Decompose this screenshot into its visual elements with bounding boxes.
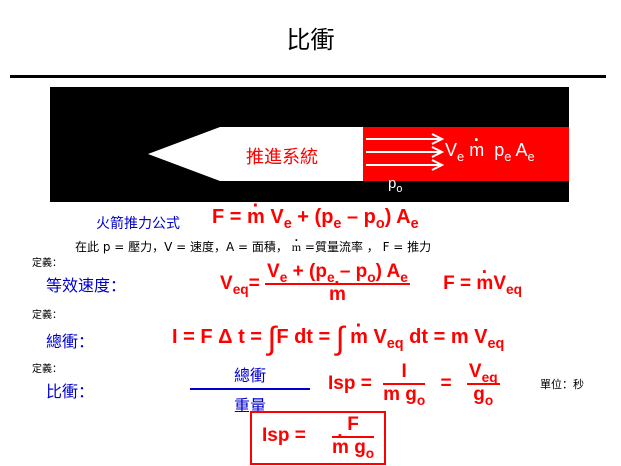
exhaust-plume: [363, 127, 570, 181]
exit-velocity-sub: e: [457, 148, 465, 164]
equivalent-velocity-equation: Veq= Ve + (pe – po) Ae m F = mVeq: [220, 261, 522, 306]
impulse-over-weight: 總衝 重量: [190, 362, 310, 416]
equivalent-velocity-label: 等效速度：: [46, 276, 127, 295]
exhaust-arrows: [366, 133, 445, 171]
page-title: 比衝: [286, 26, 335, 54]
rocket-nozzle-illustration: [148, 127, 570, 181]
ratio-numerator: 總衝: [190, 362, 310, 390]
definition-tag-2: 定義：: [32, 310, 62, 321]
unit-note: 單位：秒: [540, 378, 584, 391]
exit-conditions: Ve m pe Ae: [445, 140, 535, 164]
exit-area-sub: e: [527, 148, 535, 164]
definition-tag-3: 定義：: [32, 364, 62, 375]
exit-area: A: [515, 140, 528, 160]
specific-impulse-label: 比衝：: [46, 382, 95, 401]
total-impulse-equation: I = F Δ t = ∫F dt = ∫ m Veq dt = m Veq: [172, 320, 504, 357]
title-divider: [10, 75, 606, 78]
symbol-definitions: 在此 p = 壓力，V = 速度，A = 面積， m =質量流率 ， F = 推…: [75, 238, 431, 255]
exit-velocity: V: [445, 140, 458, 160]
thrust-equation: F = m Ve + (pe – po) Ae: [212, 206, 419, 232]
engine-label: 推進系統: [246, 147, 318, 168]
thrust-label: 火箭推力公式: [96, 216, 180, 232]
engine-body: [148, 127, 363, 181]
total-impulse-label: 總衝：: [46, 332, 95, 351]
exit-pressure: p: [494, 140, 505, 160]
exit-massflow: m: [469, 140, 484, 161]
exit-pressure-sub: e: [504, 148, 512, 164]
definition-tag-1: 定義：: [32, 258, 62, 269]
boxed-isp-formula: Isp = F m go: [250, 411, 386, 465]
specific-impulse-equation: Isp = I m go = Veq go: [328, 361, 500, 408]
ratio-denominator: 重量: [233, 396, 266, 415]
ambient-pressure: po: [388, 175, 403, 195]
